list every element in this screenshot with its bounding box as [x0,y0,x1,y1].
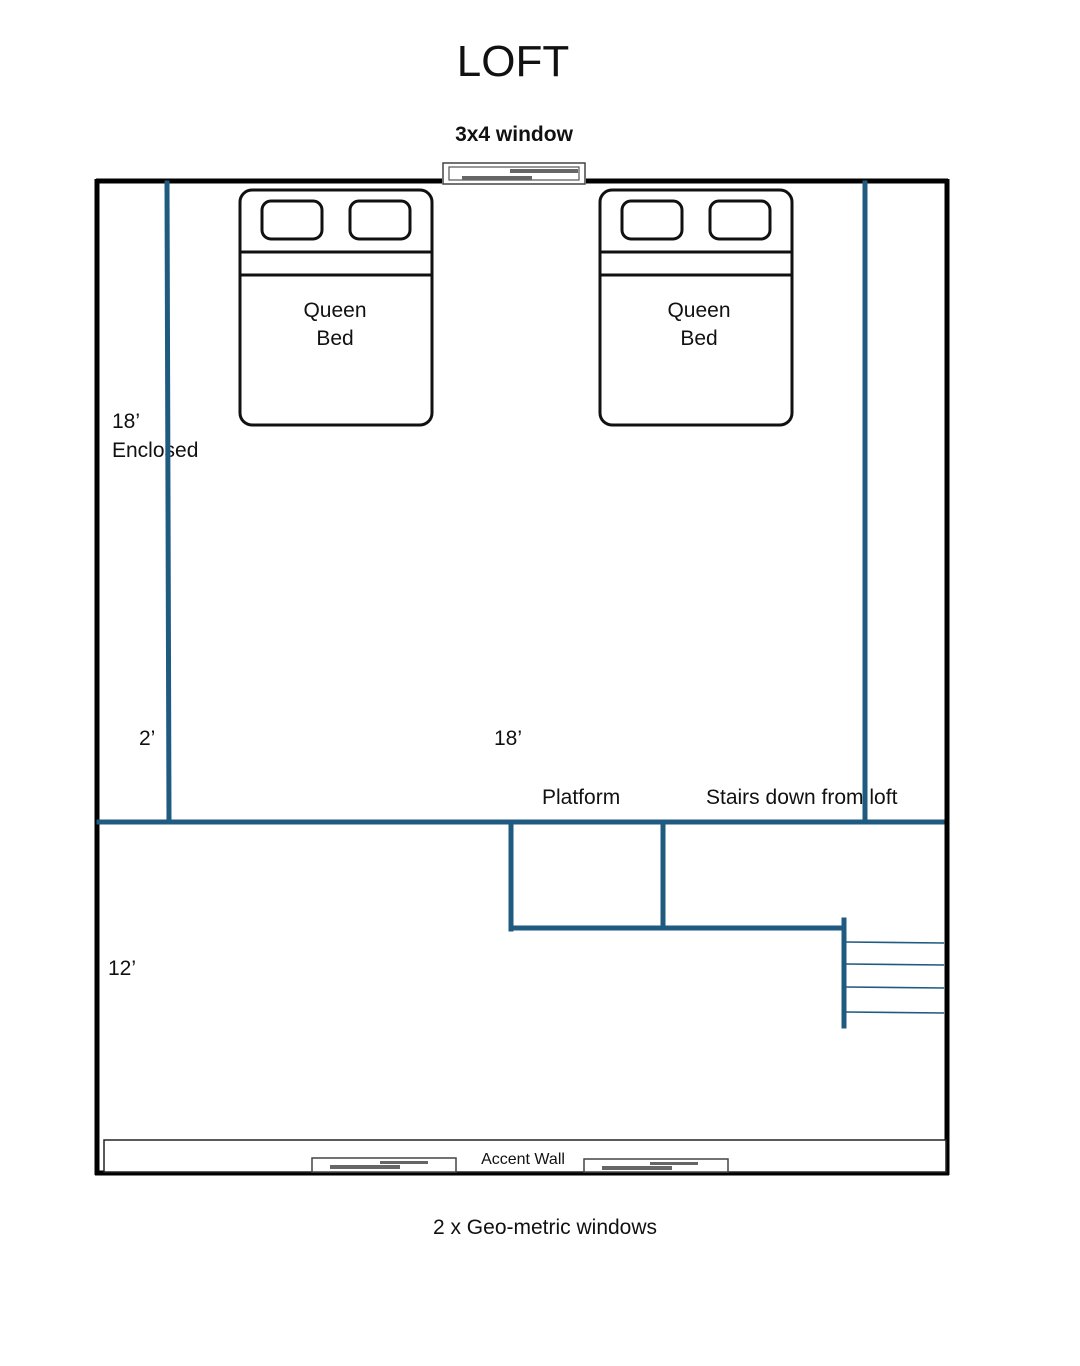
dimension-2ft: 2’ [139,727,155,750]
top-window-sash-right [510,169,578,173]
geometric-window-left [311,1157,457,1173]
accent-wall [103,1139,947,1173]
page-title: LOFT [457,37,569,86]
partition-wall-left-vertical [164,180,172,823]
stair-step [845,963,945,966]
enclosed-label: Enclosed [112,439,198,462]
window-sash [602,1166,672,1170]
top-window-label: 3x4 window [455,123,574,146]
accent-wall-label: Accent Wall [481,1151,565,1168]
top-window [442,162,586,185]
top-window-sash-left [462,176,532,180]
window-sash [330,1165,400,1169]
bed-label-line2: Bed [316,327,353,350]
window-sash [380,1161,428,1164]
pillow-icon [348,199,412,241]
bed-label-line1: Queen [667,299,730,322]
stair-step [845,941,945,944]
stairs [845,941,945,1014]
bottom-windows-label: 2 x Geo-metric windows [433,1216,657,1239]
geometric-window-right [583,1158,729,1173]
pillow-icon [620,199,684,241]
platform-label: Platform [542,786,620,809]
pillow-icon [260,199,324,241]
queen-bed-right: Queen Bed [598,188,794,427]
stair-step [845,986,945,989]
bed-frame [598,188,794,427]
bed-label-line1: Queen [303,299,366,322]
queen-bed-left: Queen Bed [238,188,434,427]
stairs-label: Stairs down from loft [706,786,898,809]
exterior-walls [94,178,950,1176]
window-sash [650,1162,698,1165]
dimension-18ft: 18’ [494,727,522,750]
bed-label-line2: Bed [680,327,717,350]
dimension-12ft: 12’ [108,957,136,980]
bed-frame [238,188,434,427]
window-frame [583,1158,729,1173]
enclosed-dimension-label: 18’ [112,410,140,433]
stair-step [845,1011,945,1014]
pillow-icon [708,199,772,241]
partition-walls [96,180,945,1029]
